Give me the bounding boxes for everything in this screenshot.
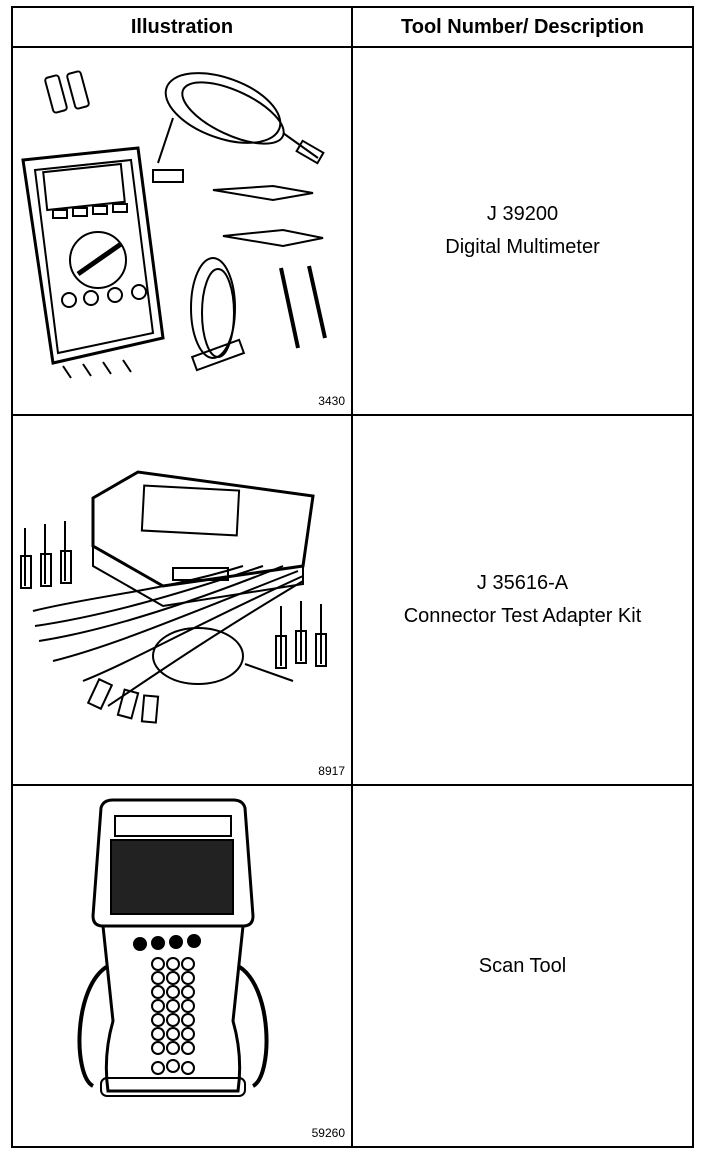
- tools-table: Illustration Tool Number/ Description: [11, 6, 694, 1148]
- header-illustration: Illustration: [130, 15, 234, 38]
- header-tool-description: Tool Number/ Description: [401, 15, 644, 38]
- scan-tool-illustration: 59260: [13, 786, 351, 1146]
- table-row: 3430 J 39200 Digital Multimeter: [13, 48, 692, 416]
- tool-description: Connector Test Adapter Kit: [403, 605, 642, 627]
- tool-description-cell: J 35616-A Connector Test Adapter Kit: [353, 416, 692, 784]
- tool-description: Scan Tool: [478, 954, 567, 977]
- figure-number: 8917: [318, 764, 345, 778]
- tool-number: J 39200: [486, 203, 559, 225]
- tool-description-cell: Scan Tool: [353, 786, 692, 1146]
- tool-description-cell: J 39200 Digital Multimeter: [353, 48, 692, 414]
- column-divider: [351, 8, 353, 1146]
- scan-tool-image: [77, 798, 269, 1097]
- connector-kit-image: [20, 470, 327, 724]
- connector-test-adapter-kit-illustration: 8917: [13, 416, 351, 784]
- figure-number: 59260: [311, 1126, 345, 1140]
- digital-multimeter-image: [21, 70, 327, 379]
- tool-number: J 35616-A: [476, 572, 569, 594]
- figure-number: 3430: [318, 394, 345, 408]
- tool-description: Digital Multimeter: [445, 236, 600, 258]
- table-row: 59260 Scan Tool: [13, 786, 692, 1146]
- table-row: 8917 J 35616-A Connector Test Adapter Ki…: [13, 416, 692, 786]
- table-header: Illustration Tool Number/ Description: [13, 8, 692, 48]
- digital-multimeter-illustration: 3430: [13, 48, 351, 414]
